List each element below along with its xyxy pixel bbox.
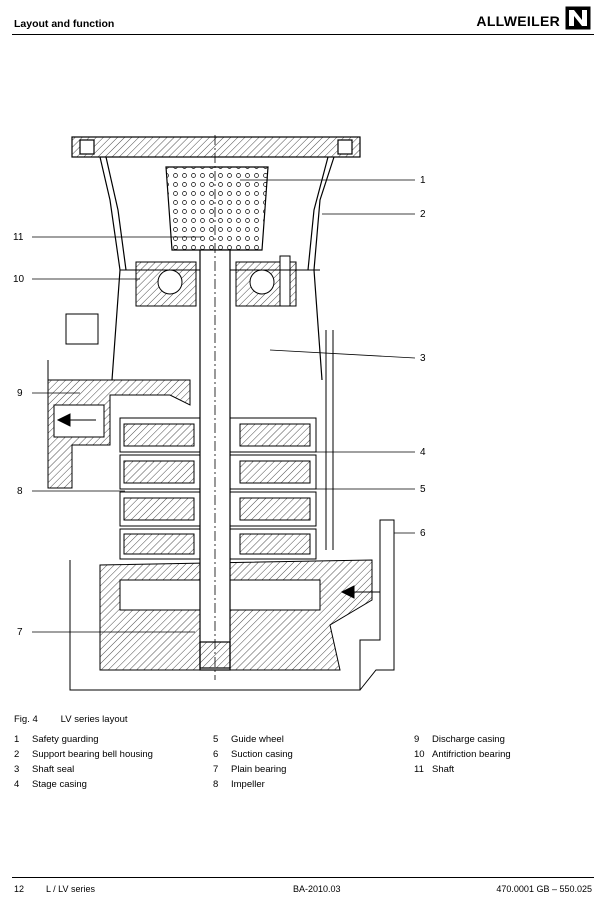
callout-2: 2: [420, 209, 426, 220]
legend-item: 6 Suction casing: [213, 747, 293, 762]
legend-column-1: 1 Safety guarding 2 Support bearing bell h…: [14, 732, 153, 792]
footer-divider: [12, 877, 594, 878]
callout-11: 11: [13, 232, 24, 243]
header-divider: [12, 34, 594, 35]
legend-label: Safety guarding: [32, 734, 99, 745]
legend-item: 10 Antifriction bearing: [414, 747, 511, 762]
legend-label: Discharge casing: [432, 734, 505, 745]
legend-item: 2 Support bearing bell housing: [14, 747, 153, 762]
legend-item: 8 Impeller: [213, 777, 293, 792]
legend-column-3: 9 Discharge casing 10 Antifriction bearing…: [414, 732, 511, 777]
pump-sectional-drawing: 1 2 3 4 5 6 7 8 9 10 11: [13, 135, 426, 691]
legend-number: 11: [414, 764, 424, 775]
legend-item: 9 Discharge casing: [414, 732, 511, 747]
legend-label: Suction casing: [231, 749, 293, 760]
motor-lantern: [71, 136, 361, 381]
legend-item: 7 Plain bearing: [213, 762, 293, 777]
legend-number: 3: [14, 764, 20, 775]
callout-3: 3: [420, 353, 426, 364]
figure-title: LV series layout: [60, 714, 128, 725]
legend-item: 1 Safety guarding: [14, 732, 153, 747]
callout-4: 4: [420, 447, 426, 458]
leader-lines: [32, 179, 416, 633]
legend-number: 10: [414, 749, 425, 760]
legend-label: Stage casing: [32, 779, 87, 790]
page-number: 12: [14, 884, 25, 894]
legend-item: 3 Shaft seal: [14, 762, 153, 777]
legend-number: 6: [213, 749, 219, 760]
legend-column-2: 5 Guide wheel 6 Suction casing 7 Plain bear…: [213, 732, 293, 792]
legend-label: Shaft seal: [32, 764, 75, 775]
legend-number: 2: [14, 749, 20, 760]
legend-number: 9: [414, 734, 420, 745]
legend-number: 4: [14, 779, 20, 790]
callout-8: 8: [17, 486, 23, 497]
footer-document-id: BA-2010.03: [293, 884, 341, 894]
legend-number: 1: [14, 734, 20, 745]
legend-label: Impeller: [231, 779, 265, 790]
footer-code: 470.0001 GB – 550.025: [496, 884, 592, 894]
allweiler-logo-icon: [565, 6, 591, 30]
figure-number: Fig. 4: [14, 714, 38, 725]
stage-casings: [119, 330, 334, 560]
callout-6: 6: [420, 528, 426, 539]
brand-name: ALLWEILER: [476, 13, 560, 29]
legend-item: 4 Stage casing: [14, 777, 153, 792]
legend-label: Guide wheel: [231, 734, 284, 745]
callout-10: 10: [13, 274, 25, 285]
legend-label: Plain bearing: [231, 764, 287, 775]
legend-number: 5: [213, 734, 219, 745]
legend-label: Antifriction bearing: [432, 749, 511, 760]
footer-series: L / LV series: [46, 884, 96, 894]
callout-7: 7: [17, 627, 23, 638]
legend-label: Support bearing bell housing: [32, 749, 153, 760]
legend-item: 11 Shaft: [414, 762, 511, 777]
section-title: Layout and function: [14, 18, 115, 30]
callout-1: 1: [420, 175, 426, 186]
legend-number: 8: [213, 779, 219, 790]
legend-item: 5 Guide wheel: [213, 732, 293, 747]
callout-labels: 1 2 3 4 5 6 7 8 9 10 11: [13, 175, 426, 638]
callout-9: 9: [17, 388, 23, 399]
callout-5: 5: [420, 484, 426, 495]
bearing-housing: [120, 255, 320, 307]
shaft: [199, 135, 231, 680]
discharge-casing: [47, 313, 191, 489]
suction-casing: [69, 519, 395, 691]
safety-guarding: [165, 166, 269, 251]
figure-caption: Fig. 4 LV series layout: [14, 714, 128, 725]
legend-label: Shaft: [432, 764, 455, 775]
legend-number: 7: [213, 764, 219, 775]
